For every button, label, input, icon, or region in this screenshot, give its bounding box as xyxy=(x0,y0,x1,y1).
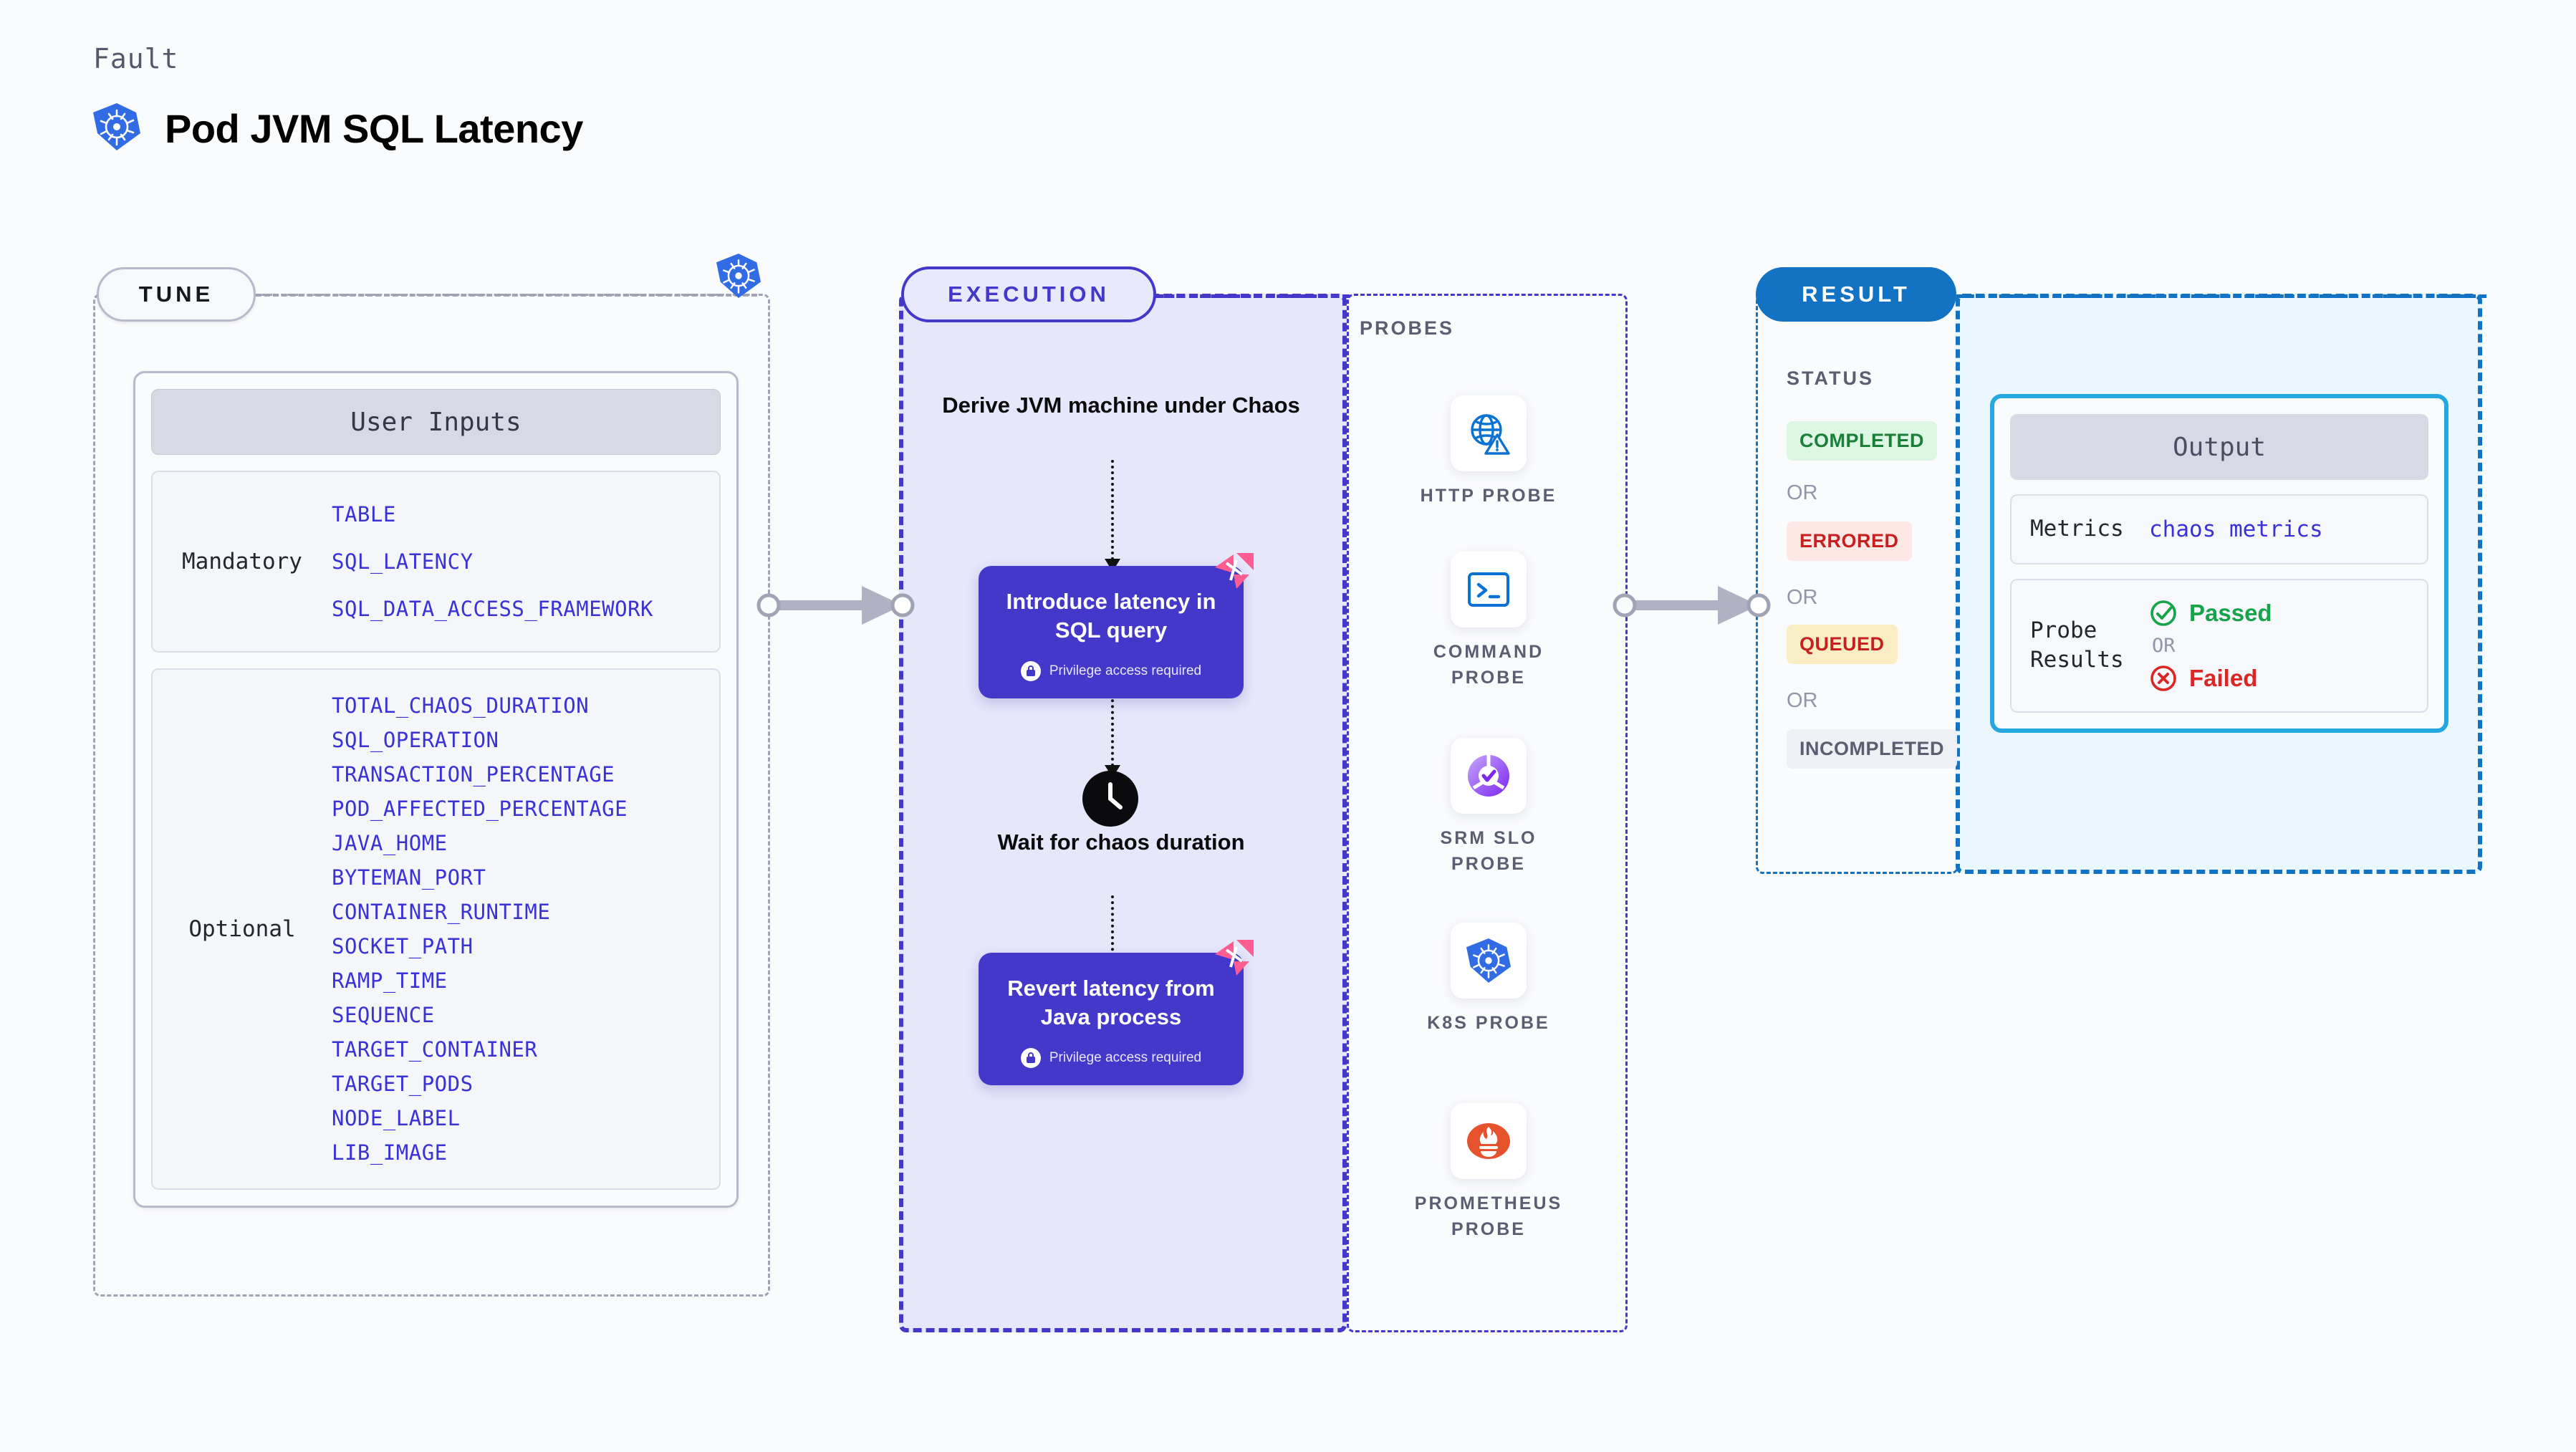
privilege-row: Privilege access required xyxy=(991,1047,1231,1068)
param-item[interactable]: NODE_LABEL xyxy=(332,1106,461,1130)
output-card: Output Metrics chaos metrics Probe Resul… xyxy=(1990,394,2448,733)
derive-step-title: Derive JVM machine under Chaos xyxy=(942,393,1300,418)
output-header: Output xyxy=(2010,414,2428,480)
probe-result-separator: OR xyxy=(2152,634,2176,657)
status-badge-errored: ERRORED xyxy=(1787,521,1912,561)
status-badge-incompleted: INCOMPLETED xyxy=(1787,729,1958,769)
kubernetes-icon xyxy=(93,102,140,155)
tune-connector-line xyxy=(256,294,757,297)
privilege-note: Privilege access required xyxy=(1049,663,1202,678)
probe-result-fail-label: Failed xyxy=(2189,664,2258,691)
status-separator: OR xyxy=(1787,481,1818,504)
result-connector-line xyxy=(1956,294,2486,298)
fault-kicker: Fault xyxy=(93,43,179,74)
param-item[interactable]: JAVA_HOME xyxy=(332,831,448,855)
kubernetes-icon xyxy=(1451,923,1527,999)
param-item[interactable]: SQL_OPERATION xyxy=(332,728,499,752)
wait-step-title: Wait for chaos duration xyxy=(997,830,1245,855)
result-pill[interactable]: RESULT xyxy=(1756,267,1956,322)
execution-card-title: Revert latency from Java process xyxy=(1007,976,1215,1030)
litmus-flag-icon xyxy=(1215,940,1254,976)
page-header: Fault Pod xyxy=(93,43,583,155)
lock-icon xyxy=(1020,660,1041,681)
param-item[interactable]: POD_AFFECTED_PERCENTAGE xyxy=(332,797,628,821)
param-item[interactable]: LIB_IMAGE xyxy=(332,1140,448,1165)
probe-item-command[interactable]: COMMAND PROBE xyxy=(1381,552,1596,691)
status-badge-completed: COMPLETED xyxy=(1787,421,1938,461)
param-item[interactable]: TRANSACTION_PERCENTAGE xyxy=(332,762,615,787)
srm-slo-icon xyxy=(1451,738,1527,814)
probe-results-values: Passed OR Failed xyxy=(2149,599,2272,693)
terminal-icon xyxy=(1451,552,1527,628)
flow-arrow-2 xyxy=(1105,688,1120,778)
probes-label: PROBES xyxy=(1360,317,1455,339)
execution-connector-line xyxy=(1156,294,1350,298)
probe-label: SRM SLO PROBE xyxy=(1440,828,1537,875)
tune-pill[interactable]: TUNE xyxy=(97,267,256,322)
probe-item-http[interactable]: HTTP PROBE xyxy=(1381,395,1596,509)
param-item[interactable]: BYTEMAN_PORT xyxy=(332,865,486,890)
param-item[interactable]: RAMP_TIME xyxy=(332,968,448,993)
param-item[interactable]: SQL_DATA_ACCESS_FRAMEWORK xyxy=(332,597,653,621)
probe-label: HTTP PROBE xyxy=(1420,486,1557,506)
kubernetes-icon xyxy=(716,252,761,303)
output-row-metrics: Metrics chaos metrics xyxy=(2010,494,2428,564)
privilege-note: Privilege access required xyxy=(1049,1049,1202,1065)
optional-param-group: Optional TOTAL_CHAOS_DURATION SQL_OPERAT… xyxy=(151,668,721,1190)
title-row: Pod JVM SQL Latency xyxy=(93,102,583,155)
tune-to-execution-arrow xyxy=(756,586,915,625)
user-inputs-card: User Inputs Mandatory TABLE SQL_LATENCY … xyxy=(133,371,739,1208)
probe-result-pass-label: Passed xyxy=(2189,599,2272,626)
execution-pill[interactable]: EXECUTION xyxy=(901,266,1156,322)
prometheus-icon xyxy=(1451,1103,1527,1179)
execution-card-introduce-latency[interactable]: Introduce latency in SQL query Privilege… xyxy=(979,553,1254,698)
clock-icon xyxy=(1082,771,1138,830)
probe-item-prometheus[interactable]: PROMETHEUS PROBE xyxy=(1381,1103,1596,1243)
page-title: Pod JVM SQL Latency xyxy=(165,106,583,151)
status-badge-queued: QUEUED xyxy=(1787,625,1898,664)
output-row-probe-results: Probe Results Passed OR Failed xyxy=(2010,578,2428,713)
group-label-optional: Optional xyxy=(188,916,296,942)
status-region xyxy=(1756,294,1959,874)
mandatory-param-group: Mandatory TABLE SQL_LATENCY SQL_DATA_ACC… xyxy=(151,471,721,653)
param-item[interactable]: SOCKET_PATH xyxy=(332,934,474,958)
status-separator: OR xyxy=(1787,689,1818,712)
probe-result-passed: Passed xyxy=(2149,599,2272,628)
lock-icon xyxy=(1020,1047,1041,1068)
param-item[interactable]: TARGET_CONTAINER xyxy=(332,1037,538,1062)
param-item[interactable]: CONTAINER_RUNTIME xyxy=(332,900,551,924)
probe-item-k8s[interactable]: K8S PROBE xyxy=(1381,923,1596,1036)
user-inputs-header: User Inputs xyxy=(151,389,721,455)
probe-item-srm-slo[interactable]: SRM SLO PROBE xyxy=(1381,738,1596,878)
status-label: STATUS xyxy=(1787,367,1874,389)
execution-card-revert-latency[interactable]: Revert latency from Java process Privile… xyxy=(979,940,1254,1085)
privilege-row: Privilege access required xyxy=(991,660,1231,681)
probe-result-failed: Failed xyxy=(2149,664,2272,693)
optional-param-list: TOTAL_CHAOS_DURATION SQL_OPERATION TRANS… xyxy=(332,688,719,1170)
param-item[interactable]: TABLE xyxy=(332,502,396,527)
check-circle-icon xyxy=(2150,600,2176,626)
param-item[interactable]: SQL_LATENCY xyxy=(332,549,474,574)
globe-warning-icon xyxy=(1451,395,1527,471)
mandatory-param-list: TABLE SQL_LATENCY SQL_DATA_ACCESS_FRAMEW… xyxy=(332,491,719,633)
flow-arrow-1 xyxy=(1105,460,1120,572)
param-item[interactable]: TARGET_PODS xyxy=(332,1072,474,1096)
param-item[interactable]: SEQUENCE xyxy=(332,1003,435,1027)
probe-label: COMMAND PROBE xyxy=(1433,642,1544,688)
output-key-metrics: Metrics xyxy=(2030,516,2124,542)
status-separator: OR xyxy=(1787,586,1818,609)
litmus-flag-icon xyxy=(1215,553,1254,589)
output-value-metrics[interactable]: chaos metrics xyxy=(2149,516,2323,542)
output-key-probe-results: Probe Results xyxy=(2030,617,2124,673)
execution-card-title: Introduce latency in SQL query xyxy=(1006,589,1216,643)
probe-label: K8S PROBE xyxy=(1427,1013,1550,1033)
probes-to-result-arrow xyxy=(1613,586,1771,625)
probe-label: PROMETHEUS PROBE xyxy=(1414,1193,1563,1240)
x-circle-icon xyxy=(2150,665,2176,691)
param-item[interactable]: TOTAL_CHAOS_DURATION xyxy=(332,693,590,718)
group-label-mandatory: Mandatory xyxy=(182,549,302,574)
